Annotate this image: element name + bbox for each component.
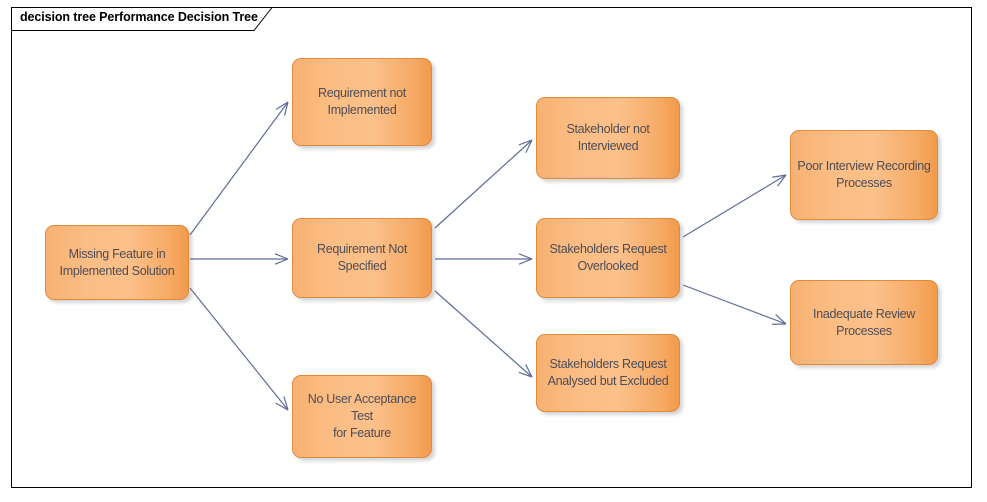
diagram-title-label: decision tree Performance Decision Tree <box>20 10 258 24</box>
node-label: Requirement not Implemented <box>318 86 406 117</box>
node-requirement-not-implemented[interactable]: Requirement not Implemented <box>292 58 432 146</box>
node-no-user-acceptance-test-for-feature[interactable]: No User Acceptance Test for Feature <box>292 375 432 458</box>
node-missing-feature-in-implemented-solution[interactable]: Missing Feature in Implemented Solution <box>45 225 189 300</box>
node-stakeholder-not-interviewed[interactable]: Stakeholder not Interviewed <box>536 97 680 179</box>
node-label: Stakeholder not Interviewed <box>566 122 650 153</box>
node-stakeholders-request-overlooked[interactable]: Stakeholders Request Overlooked <box>536 218 680 298</box>
node-poor-interview-recording-processes[interactable]: Poor Interview Recording Processes <box>790 130 938 220</box>
node-inadequate-review-processes[interactable]: Inadequate Review Processes <box>790 280 938 365</box>
node-requirement-not-specified[interactable]: Requirement Not Specified <box>292 218 432 298</box>
title-tab-shape <box>11 7 273 31</box>
node-label: Poor Interview Recording Processes <box>797 159 931 190</box>
node-label: Stakeholders Request Overlooked <box>549 242 667 273</box>
node-label: Inadequate Review Processes <box>813 306 915 338</box>
node-label: Requirement Not Specified <box>317 242 407 273</box>
node-label: Missing Feature in Implemented Solution <box>59 246 175 278</box>
node-stakeholders-request-analysed-but-excluded[interactable]: Stakeholders Request Analysed but Exclud… <box>536 334 680 412</box>
node-label: Stakeholders Request Analysed but Exclud… <box>547 357 669 388</box>
node-label: No User Acceptance Test for Feature <box>307 392 417 440</box>
